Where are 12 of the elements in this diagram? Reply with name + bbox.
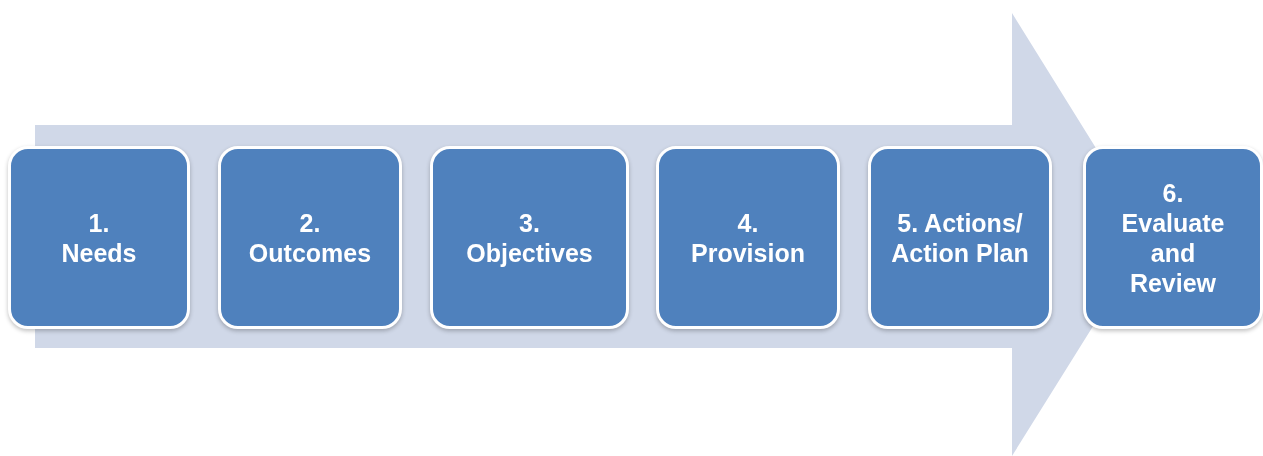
step-box xyxy=(868,146,1052,329)
step-label: 3. Objectives xyxy=(466,207,593,268)
step-label: 5. Actions/ Action Plan xyxy=(890,207,1030,268)
step-label: 2. Outcomes xyxy=(248,207,372,268)
step-box xyxy=(218,146,402,329)
step-label: 4. Provision xyxy=(691,207,805,268)
step-box xyxy=(430,146,629,329)
step-box xyxy=(8,146,190,329)
step-label: 1. Needs xyxy=(61,207,137,268)
step-label: 6. Evaluate and Review xyxy=(1121,177,1225,298)
step-box xyxy=(656,146,840,329)
step-box xyxy=(1083,146,1263,329)
